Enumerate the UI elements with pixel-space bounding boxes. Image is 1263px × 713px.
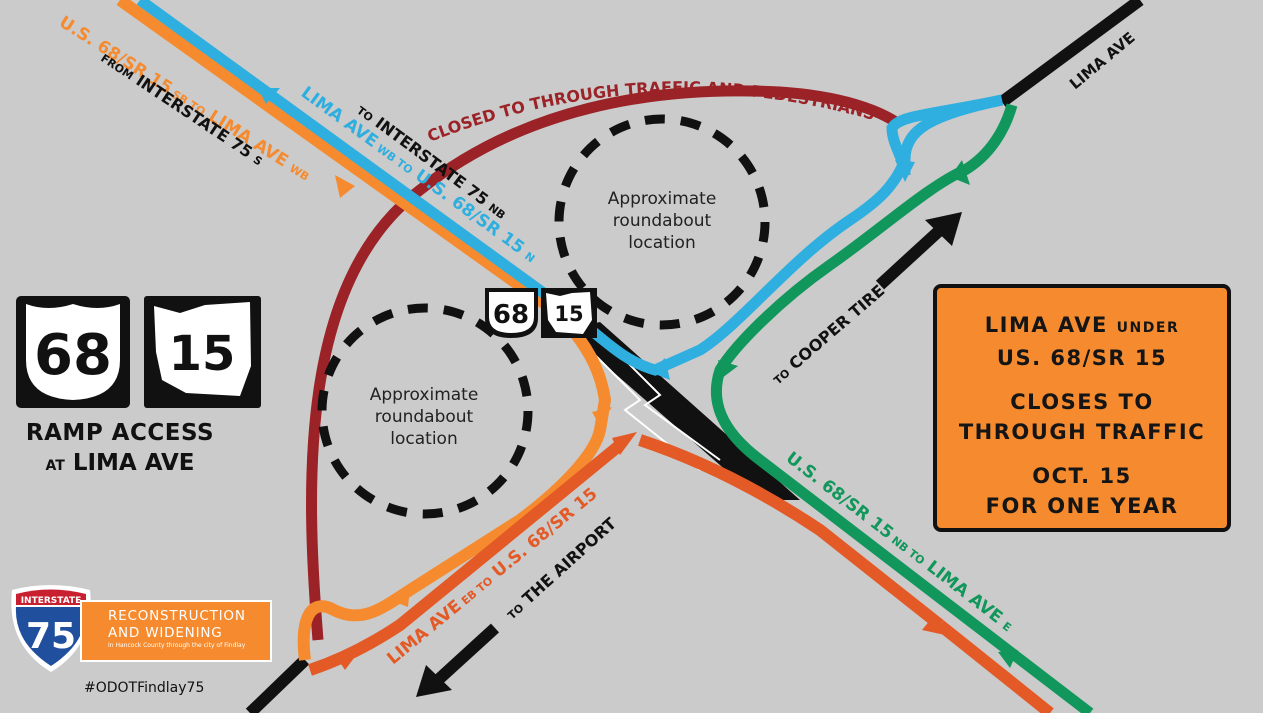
ramp-access-line2: LIMA AVE: [72, 450, 195, 476]
arrow-nb-3: [998, 650, 1018, 668]
notice-line4: THROUGH TRAFFIC: [958, 420, 1206, 444]
roundabout-upper-line2: roundabout: [613, 211, 712, 231]
arrow-sb-2: [592, 407, 612, 426]
banner-line3: In Hancock County through the city of Fi…: [108, 642, 246, 649]
us68-nb-to-lima-eb-route: [710, 103, 1094, 713]
roundabout-upper-line3: location: [628, 233, 695, 253]
roundabout-lower-line1: Approximate: [370, 385, 479, 405]
label-from-i75-sb: FROM INTERSTATE 75 SB: [0, 0, 265, 168]
notice-line5: OCT. 15: [1032, 464, 1132, 488]
lima-wb-to-us68-nb-route: [136, 0, 1004, 380]
arrow-eb-3: [922, 614, 945, 635]
ramp-access-title: RAMP ACCESS AT LIMA AVE: [0, 420, 240, 476]
notice-line1-small: UNDER: [1116, 320, 1180, 336]
arrow-wb-2: [650, 358, 670, 380]
hashtag: #ODOTFindlay75: [84, 680, 205, 696]
us68-shield-small: 68: [485, 288, 538, 338]
arrow-sb-1: [335, 175, 355, 198]
ramp-access-line1: RAMP ACCESS: [25, 420, 215, 446]
notice-line6: FOR ONE YEAR: [985, 494, 1179, 518]
sr15-small-number: 15: [554, 302, 583, 326]
sr15-large-number: 15: [169, 326, 236, 382]
roundabout-lower-line2: roundabout: [375, 407, 474, 427]
banner-line1: RECONSTRUCTION: [108, 608, 246, 624]
sr15-shield-small: 15: [541, 288, 597, 338]
arrow-eb-1: [335, 650, 360, 670]
closure-notice: LIMA AVE UNDER US. 68/SR 15 CLOSES TO TH…: [933, 284, 1231, 532]
label-lima-ave-ne: LIMA AVE: [1066, 28, 1139, 93]
banner-line2: AND WIDENING: [108, 625, 223, 641]
label-closed-route: CLOSED TO THROUGH TRAFFIC AND PEDESTRIAN…: [425, 78, 878, 146]
arrow-wb-1: [258, 88, 280, 104]
us68-small-number: 68: [493, 300, 529, 330]
notice-line2: US. 68/SR 15: [996, 346, 1168, 370]
reconstruction-banner: RECONSTRUCTION AND WIDENING In Hancock C…: [80, 600, 272, 662]
ramp-access-at: AT: [45, 458, 65, 474]
arrow-eb-2: [612, 432, 637, 455]
notice-line3: CLOSES TO: [1010, 390, 1154, 414]
arrow-wb-3: [895, 160, 915, 182]
interstate-75-shield: INTERSTATE 75: [11, 585, 91, 672]
roundabout-lower-line3: location: [390, 429, 457, 449]
arrow-nb-1: [718, 360, 738, 378]
mainline-roadway: [245, 0, 1144, 713]
us68-large-number: 68: [34, 323, 112, 388]
to-airport-arrow: [416, 623, 500, 697]
interstate-label: INTERSTATE: [21, 596, 82, 606]
roundabout-upper-line1: Approximate: [608, 189, 717, 209]
lima-eb-to-us68-sb-route: [308, 432, 1054, 713]
to-cooper-tire-arrow: [875, 212, 962, 290]
roundabout-upper: Approximate roundabout location: [554, 114, 770, 330]
arrow-nb-2: [950, 160, 970, 185]
closed-route: [306, 85, 904, 641]
arrow-sb-3: [390, 588, 410, 607]
sr15-shield-large: 15: [144, 296, 261, 408]
us68-shield-large: 68: [16, 296, 130, 408]
interstate-number: 75: [26, 616, 76, 657]
roundabout-lower: Approximate roundabout location: [317, 303, 533, 519]
notice-line1: LIMA AVE: [984, 313, 1108, 337]
